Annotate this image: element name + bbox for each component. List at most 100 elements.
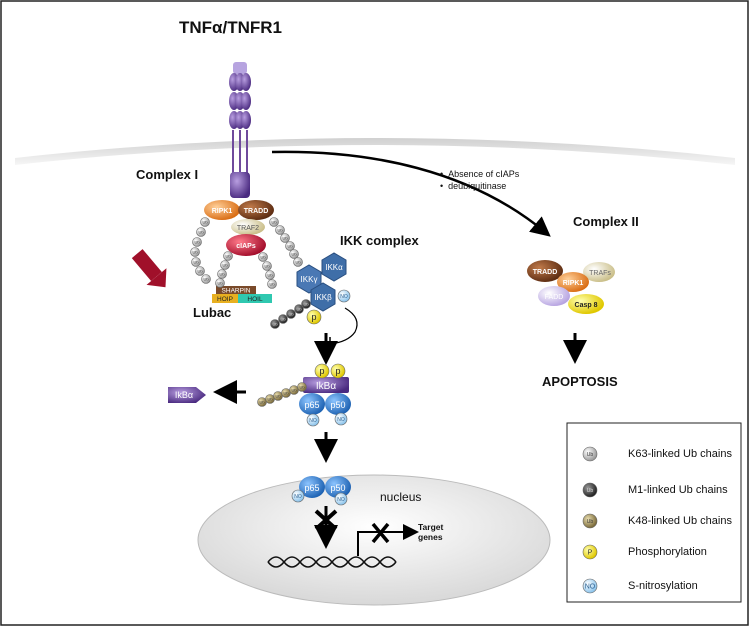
m1-ub-bead	[294, 304, 304, 314]
k63-ub-bead	[220, 260, 230, 270]
svg-text:FADD: FADD	[545, 294, 564, 301]
m1-ub-bead-text: Ub	[272, 321, 278, 326]
svg-text:TRADD: TRADD	[244, 208, 269, 215]
tnfr1-receptor	[229, 62, 251, 198]
m1-ub-bead	[278, 314, 288, 324]
k63-ub-bead	[285, 241, 295, 251]
nucleus-label: nucleus	[380, 490, 422, 504]
complex-ii-label: Complex II	[573, 214, 639, 229]
legend-k63-label: K63-linked Ub chains	[628, 448, 732, 460]
svg-text:cIAPs: cIAPs	[236, 243, 256, 250]
s-nitrosylation-mark	[334, 492, 348, 506]
phosphorylation-mark-text: p	[319, 366, 324, 376]
s-nitrosylation-mark-text: NO	[340, 294, 348, 300]
k63-ub-bead-text: Ub	[225, 253, 231, 258]
svg-text:RIPK1: RIPK1	[563, 280, 584, 287]
k63-ub-bead	[280, 233, 290, 243]
target-genes-line-2: genes	[418, 532, 443, 542]
svg-text:HOIL: HOIL	[247, 296, 263, 303]
ikk-complex: IKKα IKKγ IKKβ	[296, 252, 347, 312]
phosphorylation-mark	[330, 363, 346, 379]
complex-ii-conditions: • Absence of cIAPs • deubiquitinase	[440, 168, 519, 192]
phosphorylation-mark	[314, 363, 330, 379]
svg-text:SHARPIN: SHARPIN	[222, 288, 251, 295]
legend-icon-4-text: NO	[585, 583, 596, 590]
legend-icon-1-text: Ub	[587, 488, 594, 494]
legend-icon-1	[582, 482, 598, 498]
k63-ub-bead-text: Ub	[219, 271, 225, 276]
svg-text:p50: p50	[330, 400, 345, 410]
svg-text:p50: p50	[330, 483, 345, 493]
k63-ub-bead-text: Ub	[203, 276, 209, 281]
svg-text:TRAFs: TRAFs	[589, 270, 611, 277]
k63-ub-bead-text: Ub	[267, 272, 273, 277]
k48-ub-bead	[297, 382, 307, 392]
svg-text:IkBα: IkBα	[175, 390, 193, 400]
svg-text:IKKβ: IKKβ	[314, 293, 332, 302]
m1-ub-bead-text: Ub	[288, 311, 294, 316]
legend-icon-4	[582, 578, 598, 594]
k63-ub-bead-text: Ub	[194, 239, 200, 244]
s-nitrosylation-mark	[306, 413, 320, 427]
k63-ub-bead	[195, 266, 205, 276]
lubac-label: Lubac	[193, 305, 232, 320]
k63-ub-bead	[262, 261, 272, 271]
k63-ub-bead	[293, 257, 303, 267]
ciaps-protein	[226, 234, 266, 256]
k63-ub-bead-text: Ub	[287, 243, 293, 248]
svg-text:IKKα: IKKα	[325, 263, 343, 272]
k63-ub-bead-text: Ub	[295, 259, 301, 264]
complex-i-label: Complex I	[136, 167, 199, 182]
legend-icon-2-text: Ub	[587, 519, 594, 525]
tradd-protein	[238, 200, 274, 220]
k63-ub-bead-text: Ub	[217, 280, 223, 285]
k63-ub-bead	[275, 225, 285, 235]
k63-ub-bead	[217, 269, 227, 279]
m1-ub-bead	[286, 309, 296, 319]
k48-ub-bead-text: Ub	[283, 390, 289, 395]
legend-m1-label: M1-linked Ub chains	[628, 484, 728, 496]
k63-ub-bead	[191, 257, 201, 267]
k63-ub-bead	[223, 251, 233, 261]
k63-ub-bead-text: Ub	[282, 235, 288, 240]
s-nitrosylation-mark-text: NO	[309, 418, 317, 424]
nuclear-nfkb: p65 p50	[299, 476, 351, 498]
ligand-receptor-title: TNFα/TNFR1	[179, 18, 282, 37]
k63-ub-bead	[258, 252, 268, 262]
s-nitrosylation-mark	[337, 289, 351, 303]
k48-ub-bead-text: Ub	[267, 396, 273, 401]
svg-text:Casp 8: Casp 8	[575, 302, 598, 309]
svg-text:TRAF2: TRAF2	[237, 225, 259, 232]
ripk1-protein	[204, 200, 240, 220]
phosphorylation-mark-text: p	[335, 366, 340, 376]
k63-ub-bead-text: Ub	[197, 268, 203, 273]
k63-ub-bead	[192, 237, 202, 247]
k63-ub-bead	[215, 278, 225, 288]
legend-icon-3-text: P	[588, 549, 593, 556]
m1-ub-bead-text: Ub	[296, 306, 302, 311]
k63-ub-bead	[201, 274, 211, 284]
svg-text:RIPK1: RIPK1	[212, 208, 233, 215]
legend-phospho-label: Phosphorylation	[628, 546, 707, 558]
complex-i: RIPK1 TRADD TRAF2 cIAPs	[204, 200, 274, 256]
inhibition-curve	[329, 307, 358, 345]
s-nitrosylation-mark-text: NO	[337, 497, 345, 503]
k63-ub-bead	[190, 247, 200, 257]
s-nitrosylation-mark	[291, 489, 305, 503]
k48-ub-bead-text: Ub	[291, 387, 297, 392]
k63-ub-bead	[200, 217, 210, 227]
svg-text:TRADD: TRADD	[533, 269, 558, 276]
dna-helix	[267, 556, 397, 568]
svg-text:IKKγ: IKKγ	[301, 275, 318, 284]
traf2-protein	[231, 219, 265, 235]
k63-ub-bead	[196, 227, 206, 237]
target-genes-label: Target genes	[418, 522, 443, 542]
lubac-complex: SHARPIN HOIP HOIL	[212, 286, 272, 303]
svg-text:IkBα: IkBα	[316, 381, 336, 392]
k63-ub-bead	[267, 279, 277, 289]
condition-item: • Absence of cIAPs	[440, 169, 520, 179]
k63-ub-bead-text: Ub	[198, 229, 204, 234]
